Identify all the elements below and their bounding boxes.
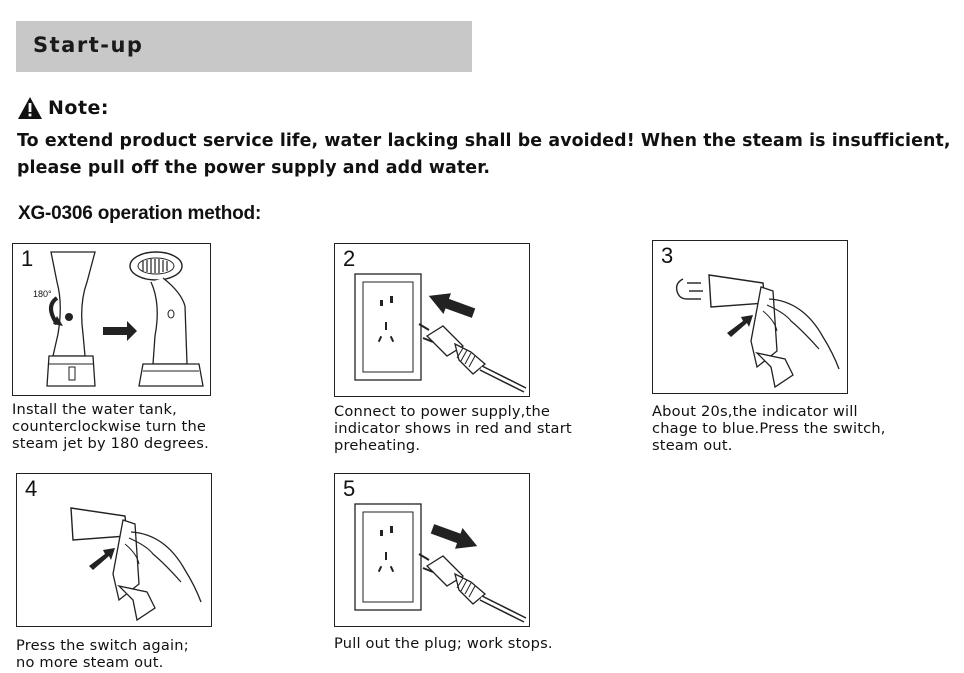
warning-icon [18, 97, 42, 119]
caption-line: Install the water tank, [12, 401, 177, 418]
caption-line: no more steam out. [16, 654, 164, 671]
caption-line: preheating. [334, 437, 421, 454]
caption-line: About 20s,the indicator will [652, 403, 858, 420]
steamer-rotate-illustration [46, 251, 204, 387]
step-3-figure: 3 [652, 240, 848, 394]
method-title: XG-0306 operation method: [18, 203, 262, 224]
caption-line: Pull out the plug; work stops. [334, 635, 553, 652]
note-heading: Note: [18, 93, 109, 123]
caption-line: steam out. [652, 437, 733, 454]
section-title: Start-up [33, 33, 144, 57]
steam-icon [675, 278, 703, 300]
note-text: To extend product service life, water la… [17, 131, 951, 178]
step-number: 4 [25, 476, 38, 501]
caption-line: counterclockwise turn the [12, 418, 207, 435]
step-5-figure: 5 [334, 473, 530, 627]
caption-line: Connect to power supply,the [334, 403, 551, 420]
switch-off-illustration [70, 507, 202, 622]
caption-line: steam jet by 180 degrees. [12, 435, 209, 452]
step-number: 3 [661, 243, 674, 268]
step-5-caption: Pull out the plug; work stops. [334, 635, 553, 652]
step-1-figure: 1 180° [12, 243, 211, 396]
plug-out-illustration [354, 503, 527, 623]
step-2-figure: 2 [334, 243, 530, 397]
steam-out-illustration [675, 274, 840, 389]
step-4-figure: 4 [16, 473, 212, 627]
caption-line: indicator shows in red and start [334, 420, 572, 437]
section-header: Start-up [16, 21, 472, 72]
step-number: 1 [21, 246, 34, 271]
plug-in-illustration [354, 273, 527, 393]
caption-line: Press the switch again; [16, 637, 189, 654]
rotation-label: 180° [33, 289, 52, 299]
note-label: Note: [48, 97, 110, 119]
step-4-caption: Press the switch again; no more steam ou… [16, 637, 189, 671]
step-number: 2 [343, 246, 356, 271]
step-3-caption: About 20s,the indicator will chage to bl… [652, 403, 886, 454]
step-number: 5 [343, 476, 356, 501]
step-1-caption: Install the water tank, counterclockwise… [12, 401, 209, 452]
caption-line: chage to blue.Press the switch, [652, 420, 886, 437]
step-2-caption: Connect to power supply,the indicator sh… [334, 403, 572, 454]
